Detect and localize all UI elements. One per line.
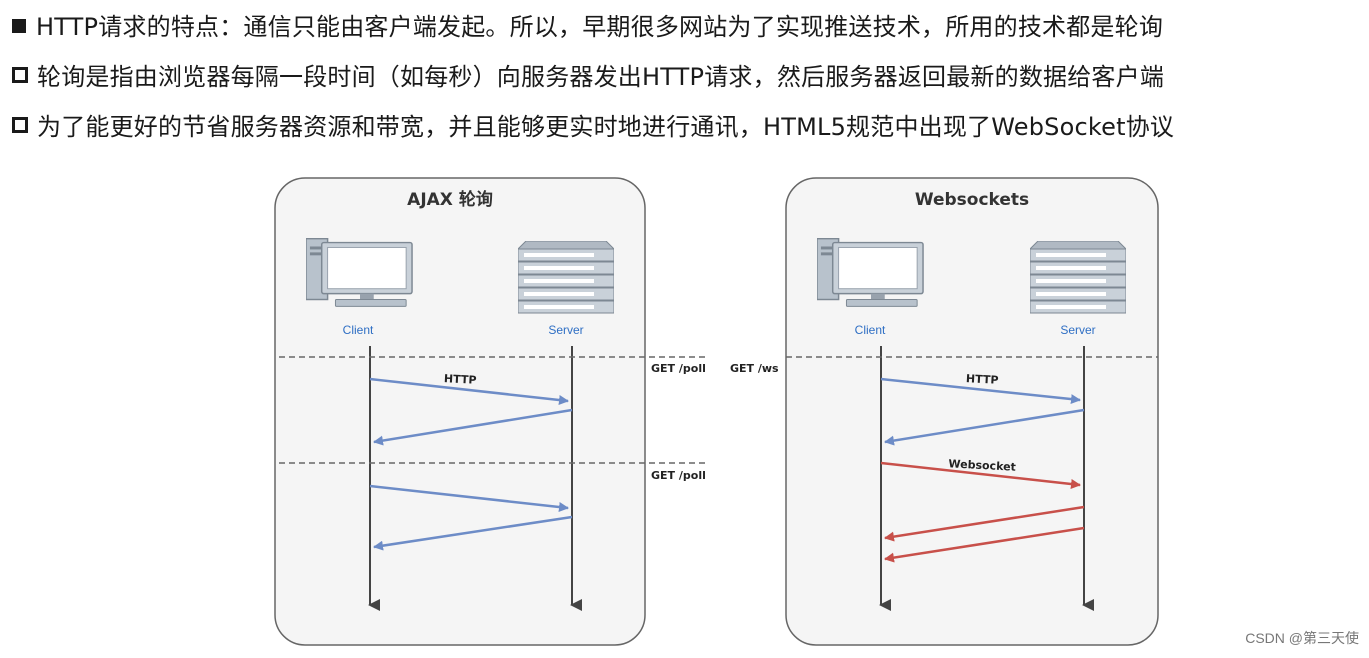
handshake-response-arrow (884, 408, 1085, 446)
websocket-push-arrow-1 (884, 505, 1085, 542)
server-rack-icon (518, 241, 614, 314)
websocket-push-arrow-2 (884, 526, 1085, 563)
watermark: CSDN @第三天使 (1245, 630, 1359, 646)
hollow-square-bullet-icon (12, 67, 28, 83)
hollow-square-bullet-icon (12, 117, 28, 133)
bullet-text: HTTP请求的特点：通信只能由客户端发起。所以，早期很多网站为了实现推送技术，所… (36, 13, 1164, 41)
poll-label-2: GET /poll (651, 469, 706, 482)
panel-title: AJAX 轮询 (407, 189, 493, 210)
server-label: Server (548, 323, 583, 337)
response-arrow-1 (373, 408, 573, 446)
client-label: Client (343, 323, 374, 337)
client-label: Client (855, 323, 886, 337)
poll-label-1: GET /poll (651, 362, 706, 375)
ajax-polling-panel: AJAX 轮询 Client Server GET /poll GET /pol… (274, 177, 706, 646)
websocket-label: Websocket (948, 457, 1016, 474)
http-label: HTTP (966, 372, 999, 387)
websocket-send-arrow (880, 461, 1081, 489)
filled-square-bullet-icon (12, 19, 26, 33)
http-label: HTTP (444, 372, 477, 387)
request-arrow-1 (369, 377, 569, 405)
bullet-text: 轮询是指由浏览器每隔一段时间（如每秒）向服务器发出HTTP请求，然后服务器返回最… (37, 63, 1165, 91)
server-label: Server (1060, 323, 1095, 337)
response-arrow-2 (373, 515, 573, 551)
request-arrow-2 (369, 484, 569, 512)
server-rack-icon (1030, 241, 1126, 314)
bullet-item-1: HTTP请求的特点：通信只能由客户端发起。所以，早期很多网站为了实现推送技术，所… (12, 12, 1163, 42)
bullet-text: 为了能更好的节省服务器资源和带宽，并且能够更实时地进行通讯，HTML5规范中出现… (37, 113, 1175, 141)
bullet-item-2: 轮询是指由浏览器每隔一段时间（如每秒）向服务器发出HTTP请求，然后服务器返回最… (12, 62, 1164, 92)
handshake-request-arrow (880, 377, 1081, 405)
bullet-item-3: 为了能更好的节省服务器资源和带宽，并且能够更实时地进行通讯，HTML5规范中出现… (12, 112, 1174, 142)
websockets-panel: Websockets Client Server GET /ws HTTP We… (730, 177, 1159, 646)
panel-title: Websockets (915, 190, 1029, 210)
ws-label: GET /ws (730, 362, 779, 375)
